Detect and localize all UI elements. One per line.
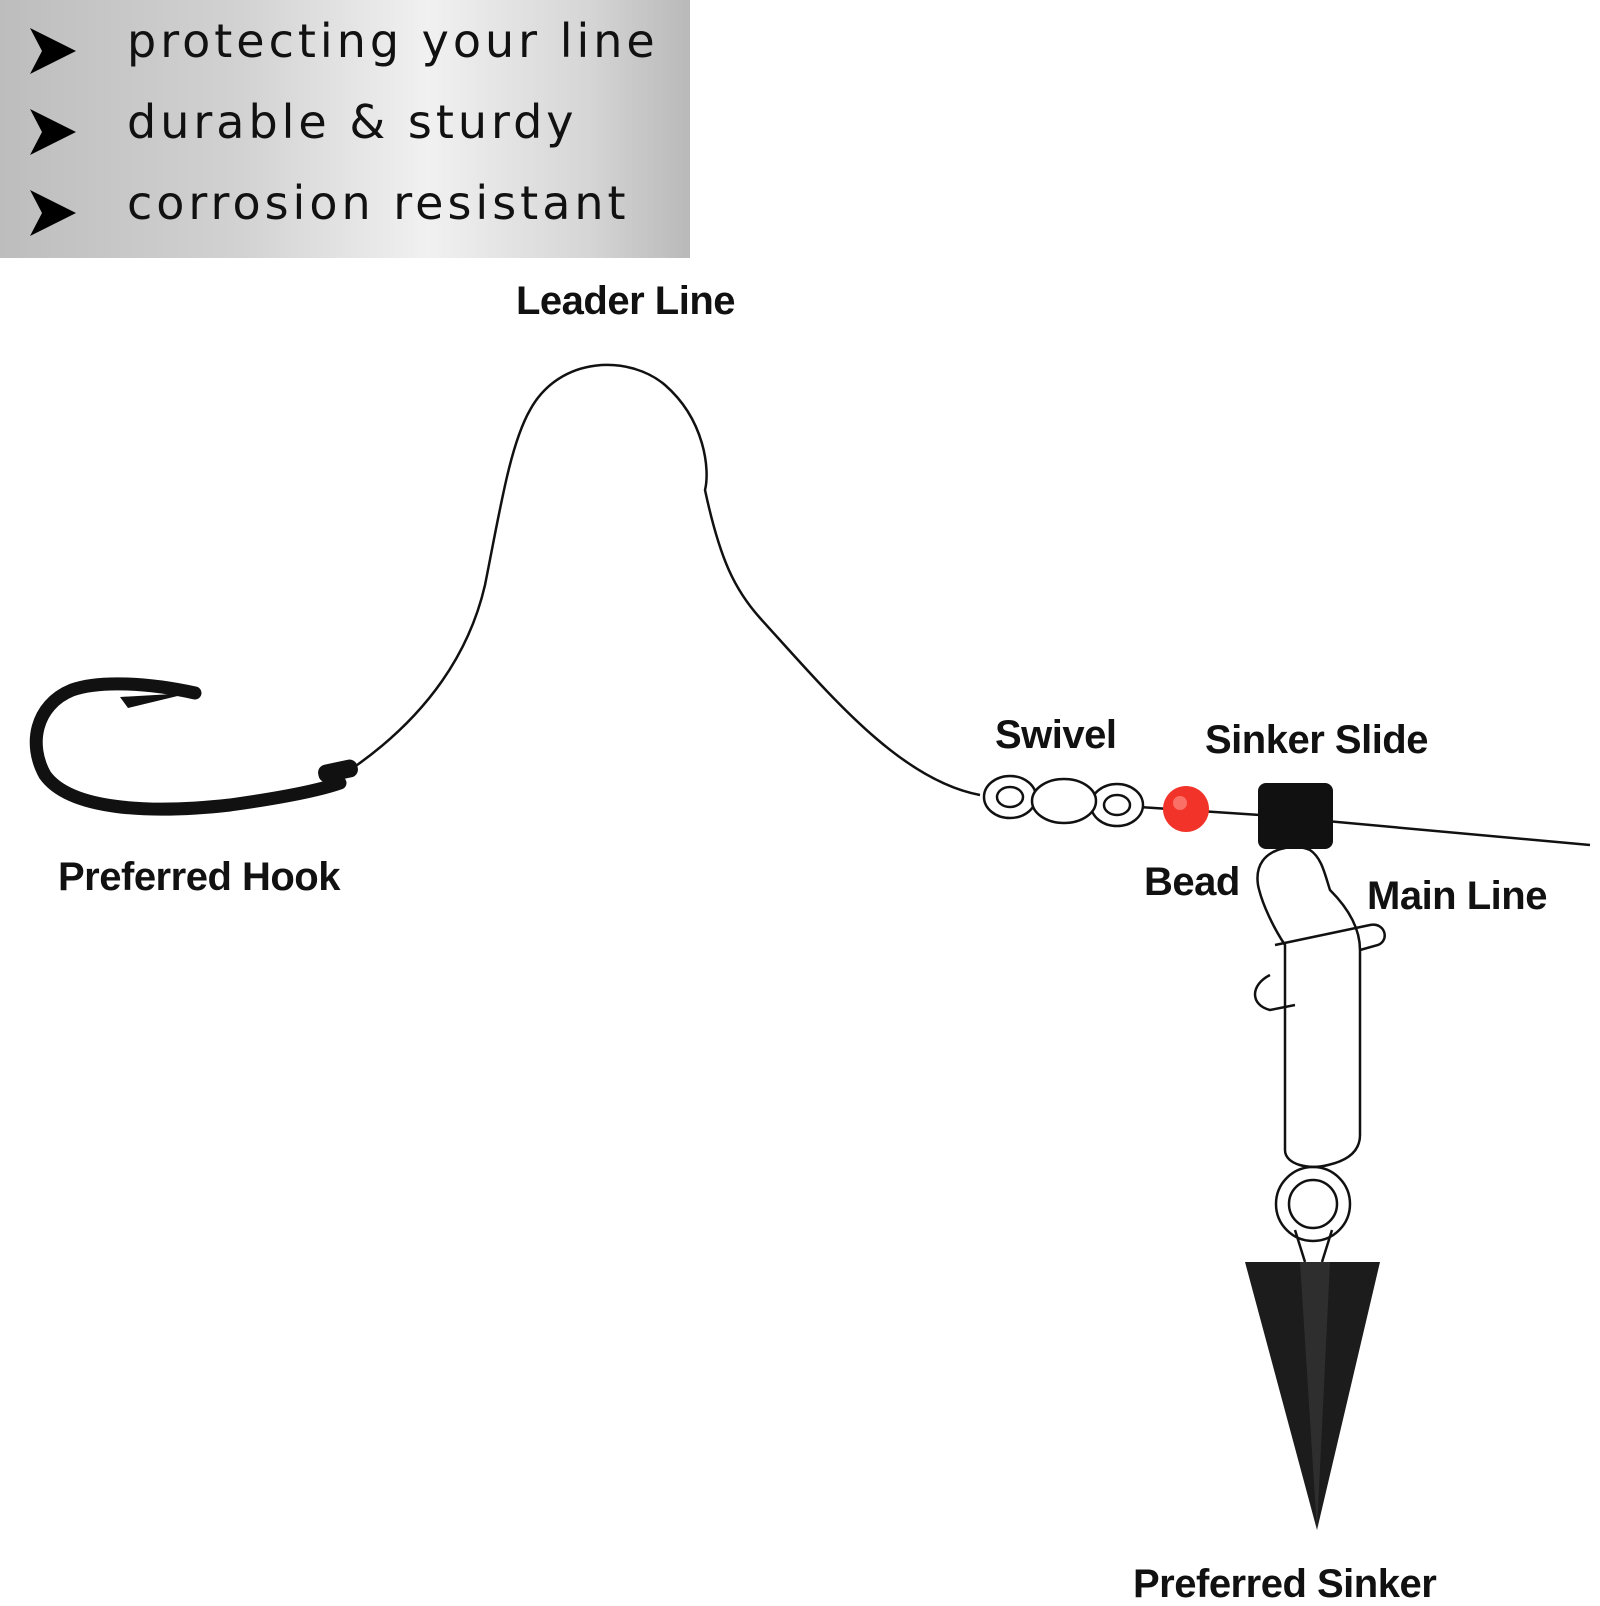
label-preferred-sinker: Preferred Sinker	[1133, 1562, 1437, 1606]
arrow-right-icon	[30, 28, 76, 74]
label-sinker-slide: Sinker Slide	[1205, 718, 1428, 762]
bead-icon	[1163, 786, 1209, 832]
leader-line	[349, 363, 981, 797]
arrow-right-icon	[30, 109, 76, 155]
snap-clip-icon	[1253, 845, 1386, 1263]
sinker-icon	[1245, 1262, 1380, 1530]
feature-text: durable & sturdy	[127, 95, 578, 149]
label-bead: Bead	[1144, 860, 1240, 904]
swivel-icon	[982, 774, 1145, 828]
label-swivel: Swivel	[995, 713, 1117, 757]
label-preferred-hook: Preferred Hook	[58, 855, 340, 899]
label-main-line: Main Line	[1367, 874, 1547, 918]
feature-item: protecting your line	[0, 10, 690, 80]
feature-text: corrosion resistant	[127, 176, 630, 230]
feature-panel: protecting your line durable & sturdy co…	[0, 0, 690, 258]
arrow-right-icon	[30, 190, 76, 236]
hook-icon	[29, 677, 358, 816]
label-leader-line: Leader Line	[516, 279, 736, 323]
feature-item: durable & sturdy	[0, 91, 690, 161]
feature-text: protecting your line	[127, 14, 659, 68]
sinker-slide-icon	[1258, 783, 1333, 849]
feature-item: corrosion resistant	[0, 172, 690, 242]
